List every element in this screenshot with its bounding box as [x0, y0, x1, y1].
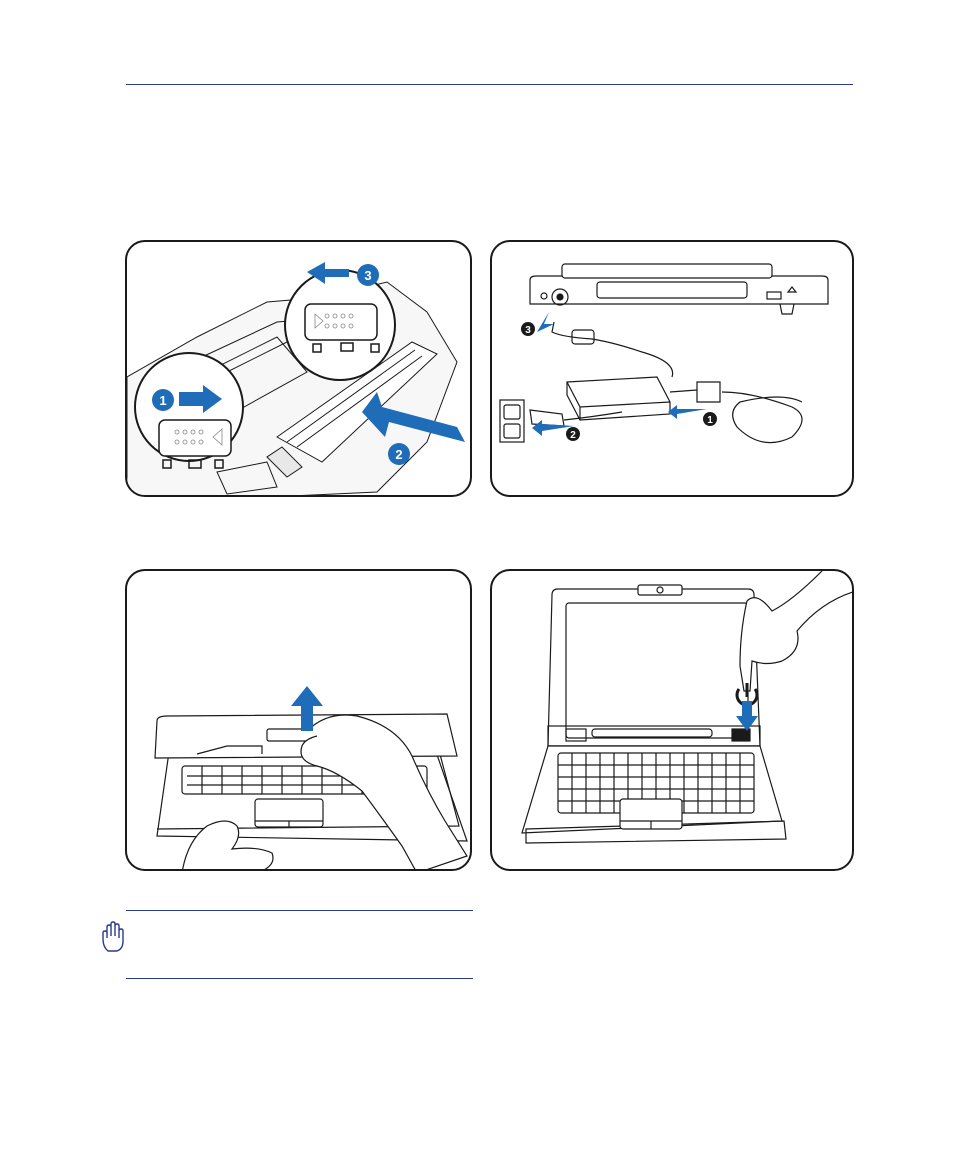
illustration-connect-ac-power: 1 2 3 [490, 240, 854, 497]
ac-step-2-number: 2 [570, 430, 576, 441]
illustration-power-on [490, 569, 854, 871]
ac-power-drawing: 1 2 3 [492, 242, 854, 497]
note-bottom-rule [126, 978, 473, 979]
ac-step-3-number: 3 [525, 325, 531, 336]
open-display-drawing [127, 571, 472, 871]
battery-install-drawing: 3 1 2 [127, 242, 472, 497]
adapter-cord-arrow-icon [668, 405, 707, 419]
header-rule [126, 84, 853, 85]
dc-plug-arrow-icon [537, 312, 554, 332]
power-on-drawing [492, 571, 854, 871]
step-1-number: 1 [159, 393, 166, 408]
note-top-rule [126, 910, 473, 911]
ac-step-1-number: 1 [707, 415, 713, 426]
illustration-open-display [125, 569, 472, 871]
illustration-install-battery: 3 1 2 [125, 240, 472, 497]
step-2-number: 2 [395, 447, 402, 462]
step-3-number: 3 [364, 268, 371, 283]
hand-stop-icon [100, 921, 126, 953]
